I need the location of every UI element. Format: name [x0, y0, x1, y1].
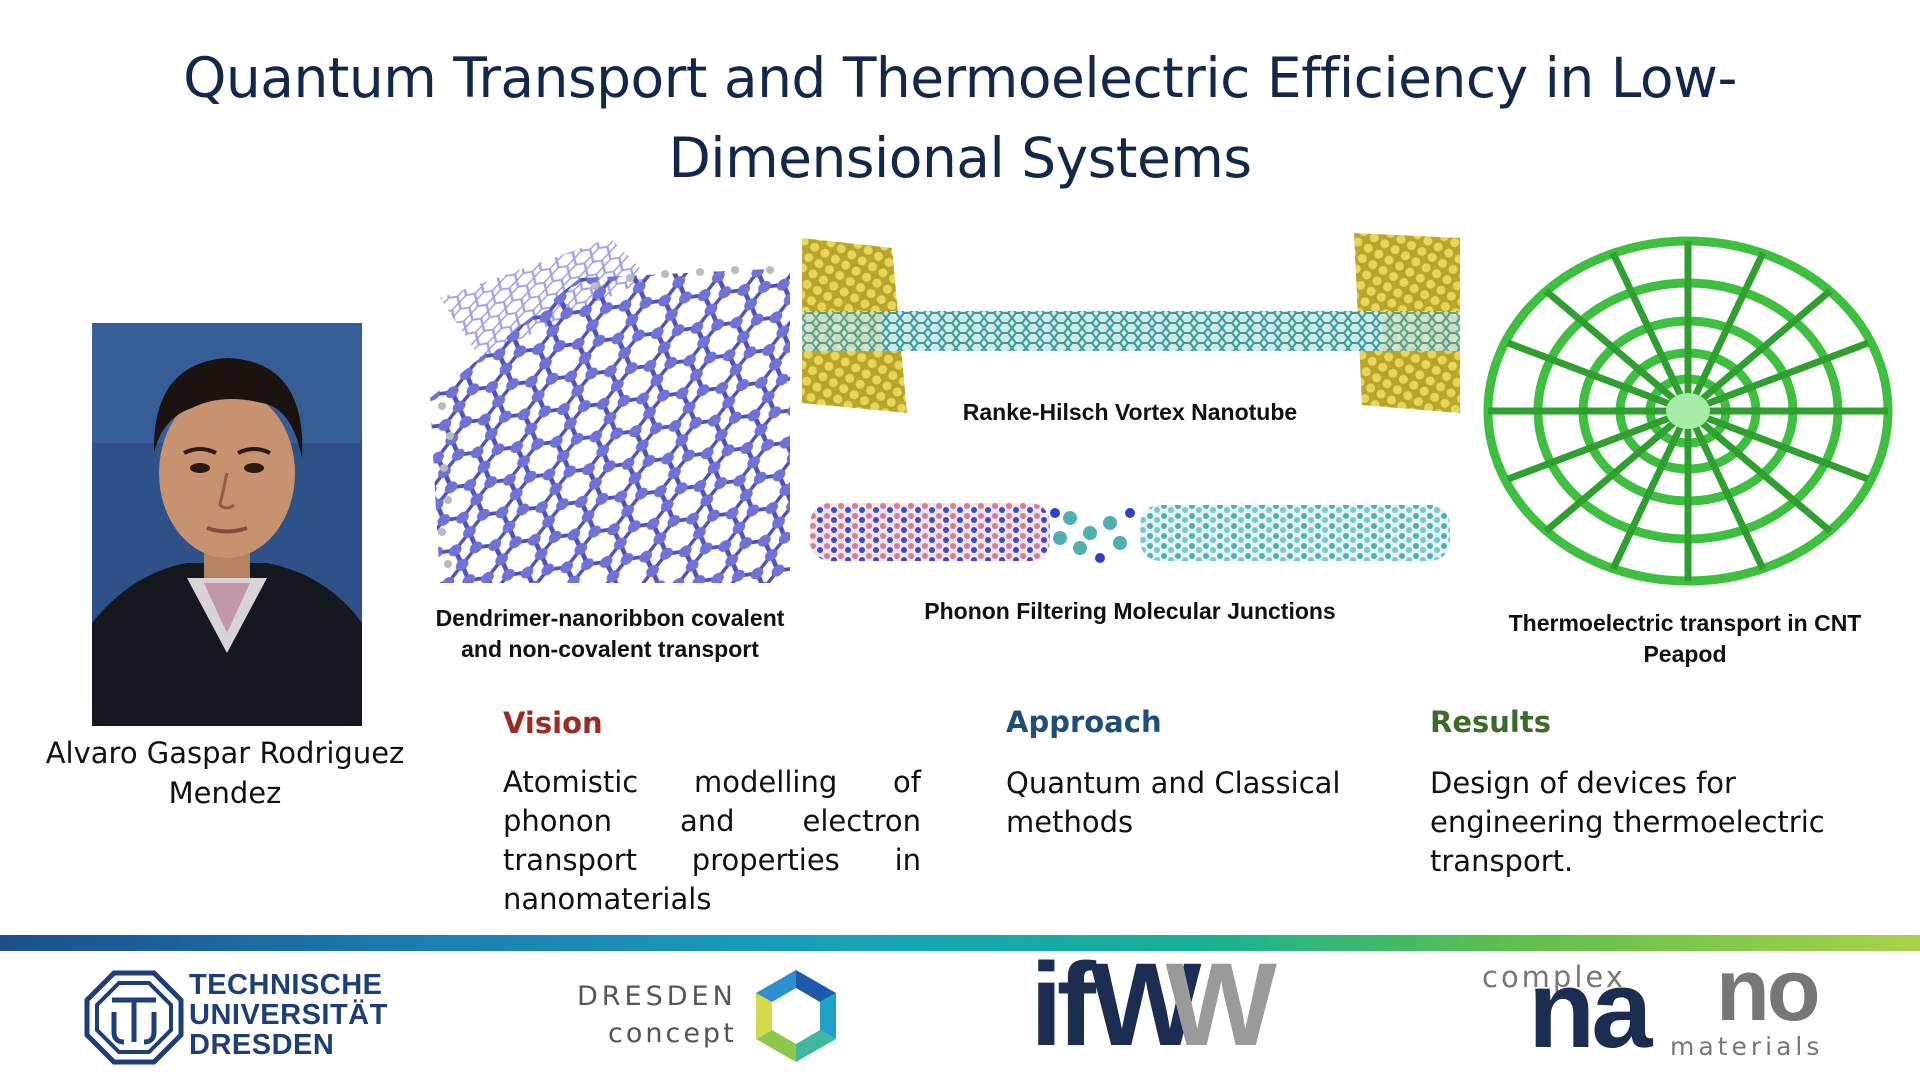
- person-name: Alvaro Gaspar Rodriguez Mendez: [45, 736, 405, 810]
- vortex-nanotube-figure: [802, 233, 1460, 413]
- dendrimer-nanoribbon-figure: [420, 238, 790, 583]
- complex-nano-complex: complex: [1482, 960, 1626, 994]
- slide-title: Quantum Transport and Thermoelectric Eff…: [183, 46, 1737, 190]
- tud-line-1: TECHNISCHE: [189, 969, 383, 1001]
- results-heading: Results: [1430, 705, 1551, 739]
- vision-heading: Vision: [503, 706, 603, 740]
- ifw-logo-part-2: W: [1165, 939, 1276, 1071]
- tud-line-3: DRESDEN: [189, 1029, 335, 1061]
- tu-dresden-logo: [84, 970, 184, 1065]
- footer-gradient-band: [0, 935, 1920, 951]
- dresden-concept-emblem-icon: [748, 968, 844, 1064]
- dresden-concept-line-2: concept: [608, 1018, 737, 1049]
- phonon-filtering-figure: [810, 483, 1450, 583]
- results-body: Design of devices for engineering thermo…: [1430, 766, 1825, 878]
- cnt-peapod-caption: Thermoelectric transport in CNT Peapod: [1508, 610, 1862, 667]
- dresden-concept-line-1: DRESDEN: [577, 981, 737, 1012]
- tu-dresden-emblem-icon: [84, 970, 184, 1065]
- tud-line-2: UNIVERSITÄT: [189, 999, 388, 1031]
- ifw-logo: ifWW: [1030, 946, 1277, 1064]
- complex-nano-no: no: [1716, 940, 1821, 1039]
- vortex-nanotube-caption: Ranke-Hilsch Vortex Nanotube: [962, 399, 1298, 425]
- portrait-photo: [92, 323, 362, 726]
- complex-nano-na: na: [1528, 948, 1652, 1071]
- approach-body: Quantum and Classical methods: [1006, 766, 1341, 839]
- complex-nano-materials: materials: [1670, 1032, 1824, 1061]
- ifw-logo-part-1: ifW: [1030, 939, 1201, 1071]
- phonon-filtering-caption: Phonon Filtering Molecular Junctions: [924, 598, 1336, 624]
- approach-heading: Approach: [1006, 705, 1162, 739]
- cnt-peapod-figure: [1478, 233, 1898, 588]
- tu-dresden-wordmark: TECHNISCHE UNIVERSITÄT DRESDEN: [189, 970, 388, 1060]
- dendrimer-caption: Dendrimer-nanoribbon covalent and non-co…: [435, 605, 785, 662]
- vision-body: Atomistic modelling of phonon and electr…: [503, 765, 921, 916]
